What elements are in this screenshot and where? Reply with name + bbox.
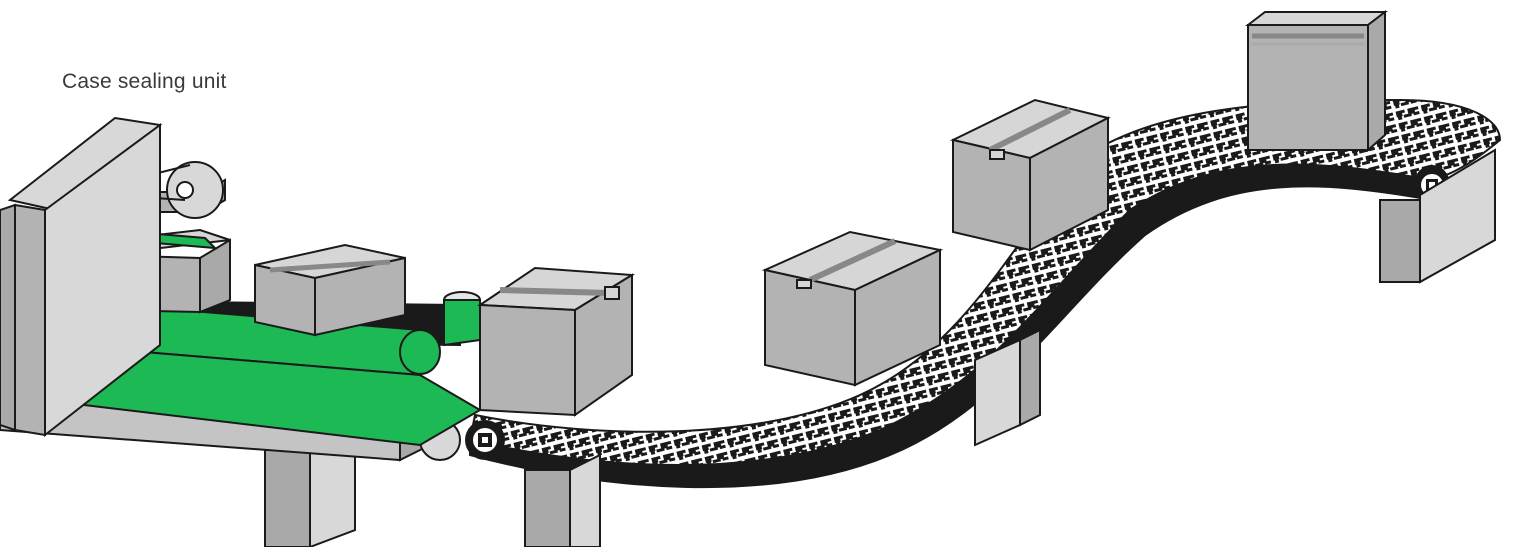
support-leg-3	[1379, 148, 1496, 284]
box-on-belt-3	[1245, 9, 1388, 153]
sprocket-left	[465, 420, 505, 460]
sealer-frame-post	[0, 116, 163, 438]
box-on-belt-2	[950, 98, 1111, 252]
box-at-transfer	[476, 266, 636, 417]
box-on-belt-1	[761, 230, 944, 387]
box-in-sealer	[254, 243, 406, 337]
support-leg-2	[974, 328, 1041, 447]
support-leg-1	[524, 453, 601, 547]
sealer-support-leg	[264, 428, 356, 547]
belt-top-surface	[468, 98, 1502, 466]
case-sealing-unit-label: Case sealing unit	[62, 70, 227, 93]
